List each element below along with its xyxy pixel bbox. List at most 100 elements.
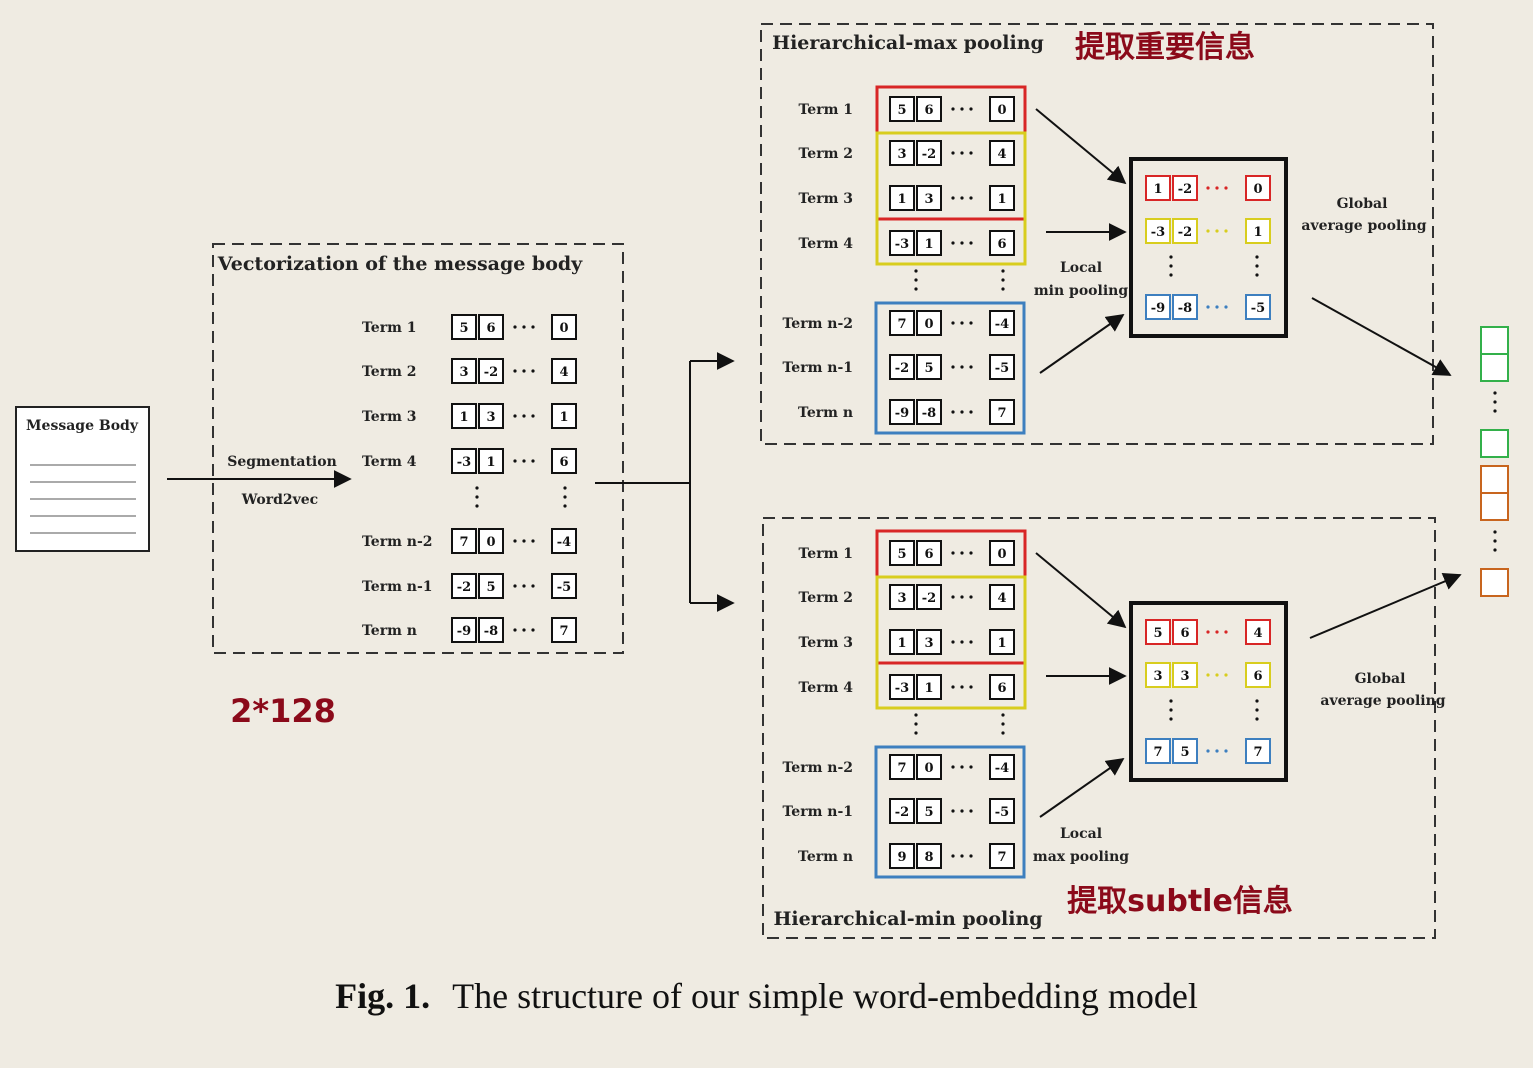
pooled-cell-box (1245, 662, 1271, 688)
ellipsis-dot (969, 765, 973, 769)
output-cell (1480, 326, 1509, 355)
vector-cell-box (989, 584, 1015, 610)
pooled-cell: 6 (1180, 626, 1189, 641)
pooled-ellipsis-dot (1215, 229, 1219, 233)
ellipsis-dot (951, 809, 955, 813)
vector-cell-box (478, 448, 504, 474)
pooled-cell: 5 (1153, 626, 1162, 641)
vector-cell: 6 (924, 103, 933, 118)
vector-cell: 0 (559, 321, 568, 336)
pooled-ellipsis-dot (1215, 673, 1219, 677)
pooled-ellipsis-dot (1206, 749, 1210, 753)
vector-cell: -3 (895, 237, 909, 252)
vector-cell: 7 (997, 406, 1006, 421)
ellipsis-dot (969, 595, 973, 599)
vertical-ellipsis (1255, 708, 1259, 712)
vector-cell-box (989, 310, 1015, 336)
pooled-ellipsis-dot (1224, 186, 1228, 190)
ellipsis-dot (513, 584, 517, 588)
ellipsis-dot (951, 685, 955, 689)
pooled-cell: 3 (1153, 669, 1162, 684)
ellipsis-dot (951, 765, 955, 769)
ellipsis-dot (531, 628, 535, 632)
hier-max-panel (760, 23, 1434, 445)
vector-cell-box (889, 674, 915, 700)
vector-cell: 5 (897, 547, 906, 562)
pooled-cell: 1 (1153, 182, 1162, 197)
vector-cell: 5 (486, 580, 495, 595)
vector-cell-box (989, 798, 1015, 824)
ellipsis-dot (969, 196, 973, 200)
vector-cell-box (916, 584, 942, 610)
vector-cell-box (916, 798, 942, 824)
vector-cell: 3 (897, 591, 906, 606)
vectorization-box (212, 243, 624, 654)
vector-cell: 1 (486, 455, 495, 470)
pooled-cell-box (1245, 738, 1271, 764)
vector-cell-box (451, 528, 477, 554)
term-label: Term n (798, 405, 853, 421)
pooled-cell: 4 (1253, 626, 1262, 641)
ellipsis-dot (969, 809, 973, 813)
ellipsis-dot (522, 414, 526, 418)
vector-cell: 0 (924, 761, 933, 776)
vector-cell-box (889, 399, 915, 425)
ellipsis-dot (969, 685, 973, 689)
ellipsis-dot (969, 151, 973, 155)
pooled-ellipsis-dot (1206, 186, 1210, 190)
caption-text: The structure of our simple word-embeddi… (452, 976, 1198, 1016)
vertical-ellipsis (1169, 699, 1173, 703)
term-label: Term 2 (362, 364, 417, 380)
pooled-cell: 6 (1253, 669, 1262, 684)
vector-cell: 5 (897, 103, 906, 118)
vertical-ellipsis (914, 287, 918, 291)
pooled-cell-box (1145, 619, 1171, 645)
vector-cell-box (916, 540, 942, 566)
yellow-group-frame (875, 131, 1027, 266)
term-label: Term 3 (362, 409, 417, 425)
ellipsis-dot (960, 595, 964, 599)
vector-cell-box (478, 314, 504, 340)
vector-cell-box (889, 185, 915, 211)
vector-cell: 0 (486, 535, 495, 550)
ellipsis-dot (951, 241, 955, 245)
ellipsis-dot (951, 321, 955, 325)
term-label: Term 4 (798, 680, 853, 696)
global-pool-label: average pooling (1320, 693, 1445, 709)
vector-cell-box (451, 403, 477, 429)
vector-cell: 6 (997, 237, 1006, 252)
ellipsis-dot (960, 640, 964, 644)
vector-cell-box (889, 798, 915, 824)
vertical-ellipsis (1493, 530, 1497, 534)
vector-cell: -4 (557, 535, 571, 550)
vector-cell-box (551, 573, 577, 599)
global-pool-label: Global (1337, 196, 1388, 212)
ellipsis-dot (522, 584, 526, 588)
vector-cell: 9 (897, 850, 906, 865)
global-pool-label: Global (1355, 671, 1406, 687)
ellipsis-dot (960, 854, 964, 858)
vertical-ellipsis (914, 722, 918, 726)
segmentation-label: Segmentation (227, 454, 337, 470)
output-cell (1480, 429, 1509, 458)
vector-cell: 1 (997, 192, 1006, 207)
ellipsis-dot (960, 365, 964, 369)
vector-cell: -3 (457, 455, 471, 470)
ellipsis-dot (513, 539, 517, 543)
pooled-ellipsis-dot (1215, 305, 1219, 309)
pooled-cell-box (1145, 662, 1171, 688)
vertical-ellipsis (475, 486, 479, 490)
pooled-ellipsis-dot (1224, 673, 1228, 677)
local-pool-label: Local (1060, 260, 1102, 276)
vertical-ellipsis (1493, 548, 1497, 552)
vector-cell-box (889, 843, 915, 869)
ellipsis-dot (969, 365, 973, 369)
caption-prefix: Fig. 1. (335, 976, 431, 1016)
vector-cell-box (989, 399, 1015, 425)
message-body-box: Message Body (15, 406, 150, 552)
term-label: Term n-2 (782, 760, 853, 776)
ellipsis-dot (522, 628, 526, 632)
pooled-cell: 1 (1253, 225, 1262, 240)
ellipsis-dot (960, 241, 964, 245)
term-label: Term 3 (798, 635, 853, 651)
